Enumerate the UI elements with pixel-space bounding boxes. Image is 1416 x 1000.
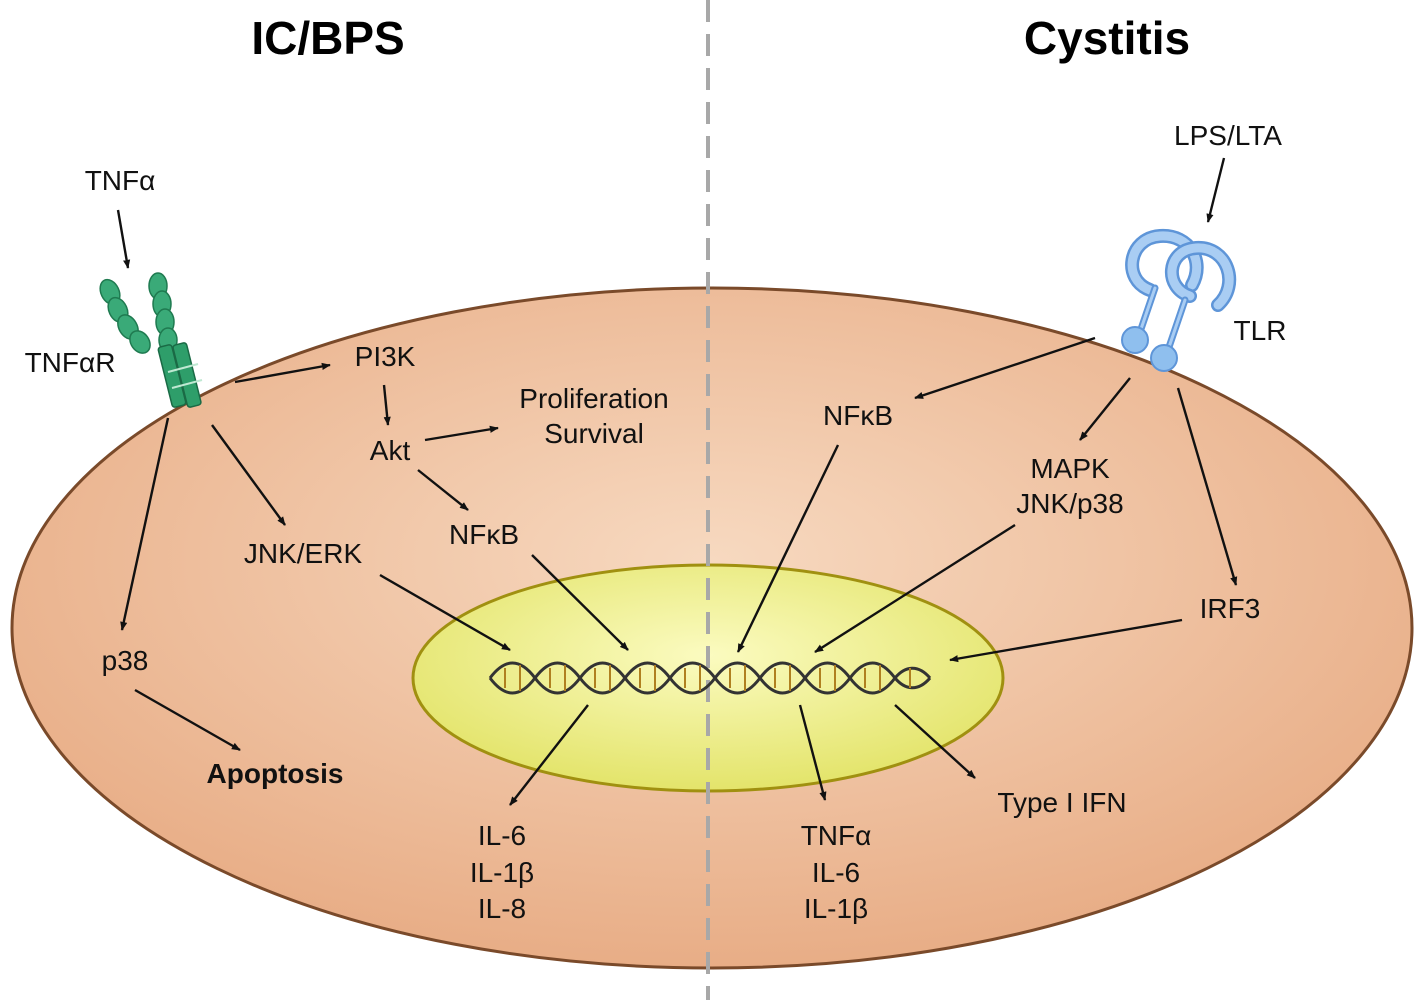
label-il1b-left: IL-1β [470, 857, 534, 888]
label-survival: Survival [544, 418, 644, 449]
label-tlr: TLR [1234, 315, 1287, 346]
label-jnk-erk: JNK/ERK [244, 538, 363, 569]
label-mapk: MAPK [1030, 453, 1110, 484]
label-il8-left: IL-8 [478, 893, 526, 924]
toll-like-receptor-icon [1121, 228, 1237, 372]
antibody-shaped-receptor-icon [99, 272, 203, 408]
dna-double-helix-icon [488, 661, 932, 695]
label-jnk-p38: JNK/p38 [1016, 488, 1123, 519]
label-il1b-right: IL-1β [804, 893, 868, 924]
label-pi3k: PI3K [355, 341, 416, 372]
label-type-i-ifn: Type I IFN [997, 787, 1126, 818]
label-proliferation: Proliferation [519, 383, 668, 414]
label-nfkb-right: NFκB [823, 400, 893, 431]
label-il6-left: IL-6 [478, 820, 526, 851]
label-irf3: IRF3 [1200, 593, 1261, 624]
label-il6-right: IL-6 [812, 857, 860, 888]
heading-ic-bps: IC/BPS [251, 12, 404, 64]
arrows-ic-bps [116, 209, 629, 806]
label-tnfa-right: TNFα [801, 820, 872, 851]
label-apoptosis: Apoptosis [207, 758, 344, 789]
label-tnfa: TNFα [85, 165, 156, 196]
label-tnfar: TNFαR [25, 347, 116, 378]
label-p38: p38 [102, 645, 149, 676]
label-lps-lta: LPS/LTA [1174, 120, 1282, 151]
label-nfkb-left: NFκB [449, 519, 519, 550]
label-akt: Akt [370, 435, 411, 466]
heading-cystitis: Cystitis [1024, 12, 1190, 64]
arrows-cystitis [736, 157, 1238, 801]
